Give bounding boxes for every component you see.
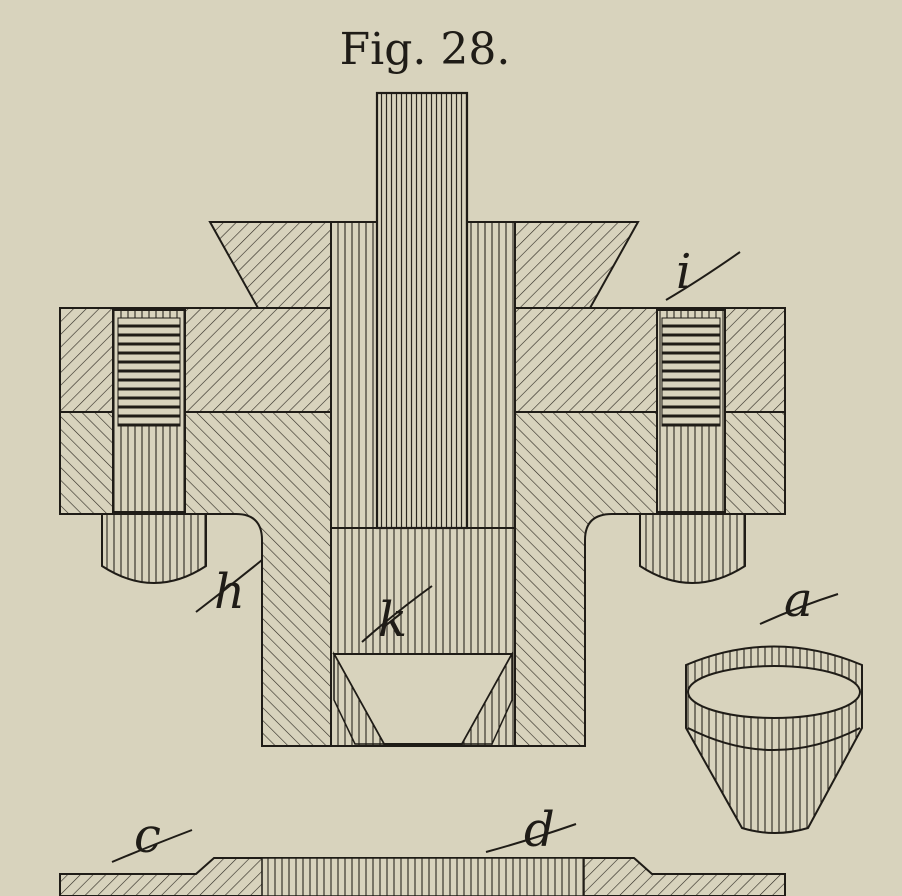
bolt-left bbox=[101, 309, 207, 584]
svg-text:a: a bbox=[784, 572, 813, 628]
label-i: i bbox=[665, 244, 741, 301]
figure-title: Fig. 28. bbox=[340, 24, 511, 75]
svg-text:d: d bbox=[524, 802, 555, 858]
conical-die bbox=[332, 651, 514, 745]
svg-text:k: k bbox=[378, 592, 407, 648]
label-d: d bbox=[485, 802, 577, 858]
punch-rod bbox=[375, 91, 469, 530]
label-c: c bbox=[111, 808, 193, 864]
label-k: k bbox=[361, 585, 433, 648]
cup-part bbox=[685, 645, 863, 834]
svg-text:h: h bbox=[214, 564, 245, 620]
bottom-plate bbox=[59, 857, 786, 896]
label-a: a bbox=[759, 572, 839, 628]
bolt-right bbox=[639, 309, 746, 584]
label-h: h bbox=[195, 559, 263, 620]
svg-text:c: c bbox=[134, 808, 161, 864]
